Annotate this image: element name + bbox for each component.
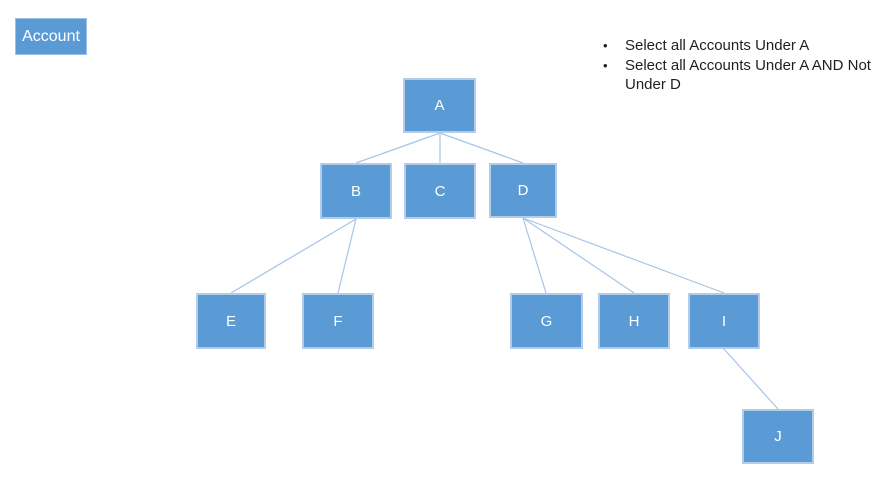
tree-node-I: I xyxy=(688,293,760,349)
edge-B-F xyxy=(337,218,357,294)
tree-node-D: D xyxy=(489,163,557,218)
note-item: • Select all Accounts Under A AND Not Un… xyxy=(596,56,884,95)
node-label: F xyxy=(333,312,343,330)
node-label: A xyxy=(434,97,445,114)
node-label: D xyxy=(517,182,529,199)
tree-node-J: J xyxy=(742,409,814,464)
node-label: J xyxy=(774,428,782,445)
bullet-dot: • xyxy=(603,57,608,73)
tree-node-H: H xyxy=(598,293,670,349)
node-label: C xyxy=(434,182,446,200)
tree-node-G: G xyxy=(510,293,583,349)
notes-list: • Select all Accounts Under A • Select a… xyxy=(596,36,884,95)
edge-A-B xyxy=(355,132,441,164)
note-text: Select all Accounts Under A AND Not Unde… xyxy=(625,56,871,94)
edge-I-J xyxy=(723,348,779,410)
tree-node-E: E xyxy=(196,293,266,349)
bullet-dot: • xyxy=(603,38,608,53)
edge-B-E xyxy=(230,218,357,294)
edge-A-D xyxy=(439,132,524,164)
edge-D-G xyxy=(522,217,547,294)
account-label: Account xyxy=(22,27,80,45)
note-text: Select all Accounts Under A xyxy=(625,37,810,54)
tree-node-C: C xyxy=(404,163,476,219)
tree-node-F: F xyxy=(302,293,374,349)
note-item: • Select all Accounts Under A xyxy=(596,36,884,56)
edge-D-I xyxy=(522,217,725,294)
node-label: E xyxy=(225,312,236,330)
tree-node-A: A xyxy=(403,78,476,133)
account-label-chip: Account xyxy=(15,18,87,55)
node-label: I xyxy=(721,312,727,330)
node-label: B xyxy=(350,182,361,200)
edge-D-H xyxy=(522,217,635,294)
node-label: G xyxy=(540,312,553,330)
tree-node-B: B xyxy=(320,163,392,219)
node-label: H xyxy=(628,312,640,330)
